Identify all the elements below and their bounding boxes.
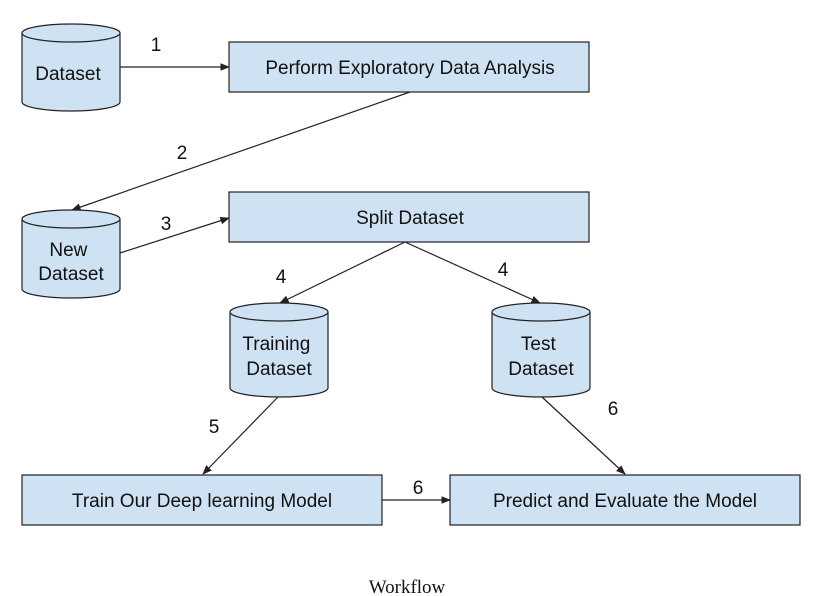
split-dataset-label: Split Dataset [356,208,464,229]
edge-new-dataset-to-split [119,216,230,254]
training-dataset-cylinder: Training Dataset [229,302,329,398]
split-dataset-box: Split Dataset [228,191,590,243]
edge-split-to-training [279,241,406,304]
train-model-label: Train Our Deep learning Model [72,491,332,512]
edge-eda-to-new-dataset [71,91,411,211]
edge-label-1: 1 [151,35,162,56]
test-dataset-label-line2: Dataset [508,359,574,380]
training-dataset-label-line2: Dataset [246,359,312,380]
predict-box: Predict and Evaluate the Model [449,474,801,526]
edge-labels: 1 2 3 4 4 5 6 6 [151,35,619,499]
edge-label-6-right: 6 [608,399,619,420]
eda-label: Perform Exploratory Data Analysis [265,58,554,79]
edge-label-3: 3 [161,214,172,235]
edge-label-6-bottom: 6 [413,478,424,499]
edge-label-4-right: 4 [498,260,509,281]
predict-label: Predict and Evaluate the Model [493,491,757,512]
figure-caption: Workflow [369,577,446,596]
new-dataset-cylinder: New Dataset [21,209,121,299]
training-dataset-label-line1: Training [242,334,310,355]
new-dataset-label-line2: Dataset [38,264,104,285]
test-dataset-label-line1: Test [521,334,557,355]
edge-label-4-left: 4 [276,267,287,288]
edge-training-to-train-model [202,396,279,475]
training-dataset-label: Training Dataset [242,334,315,380]
new-dataset-label-line1: New [49,240,87,261]
edge-label-5: 5 [209,417,220,438]
test-dataset-cylinder: Test Dataset [491,302,591,398]
edge-label-2: 2 [177,143,188,164]
test-dataset-label: Test Dataset [508,334,574,380]
dataset-cylinder: Dataset [21,23,121,112]
edges [71,63,626,504]
new-dataset-label: New Dataset [38,240,104,285]
eda-box: Perform Exploratory Data Analysis [228,41,590,93]
dataset-label: Dataset [35,64,101,85]
edge-split-to-test [404,241,541,304]
edge-test-to-predict [541,396,626,475]
train-model-box: Train Our Deep learning Model [21,474,383,526]
